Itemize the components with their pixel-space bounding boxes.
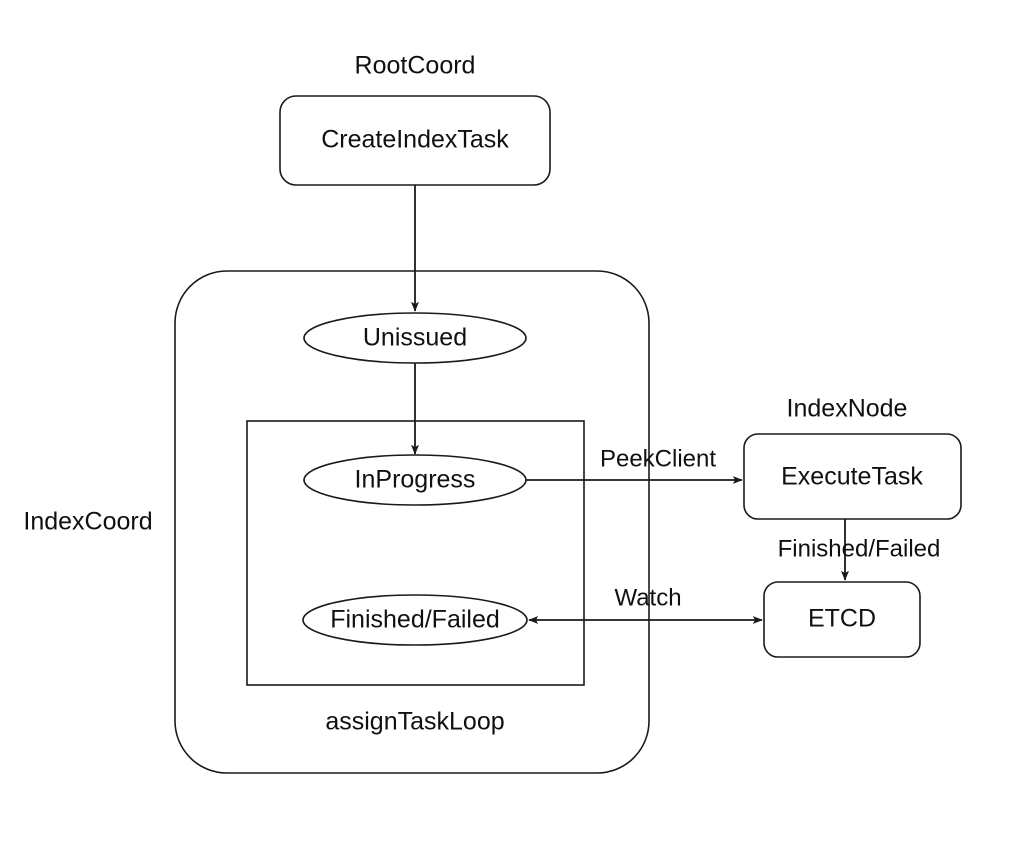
edge-label-watch: Watch (614, 584, 681, 611)
node-inprogress-label: InProgress (355, 466, 476, 494)
node-finished-failed-label: Finished/Failed (330, 606, 500, 634)
node-etcd-label: ETCD (808, 605, 876, 633)
group-label-assign-task-loop: assignTaskLoop (325, 708, 504, 736)
group-label-indexcoord: IndexCoord (23, 508, 152, 536)
node-finished-failed-ellipse[interactable] (302, 594, 528, 646)
group-label-rootcoord: RootCoord (355, 52, 476, 80)
group-label-indexnode: IndexNode (787, 395, 908, 423)
group-container-indexcoord[interactable] (174, 270, 650, 774)
edge-label-finished-failed: Finished/Failed (778, 535, 941, 562)
node-execute-task-label: ExecuteTask (781, 463, 923, 491)
edge-label-peek-client: PeekClient (600, 445, 716, 472)
node-etcd-box[interactable] (763, 581, 921, 658)
node-unissued-label: Unissued (363, 324, 467, 352)
node-execute-task-box[interactable] (743, 433, 962, 520)
node-create-index-task-label: CreateIndexTask (321, 126, 509, 154)
